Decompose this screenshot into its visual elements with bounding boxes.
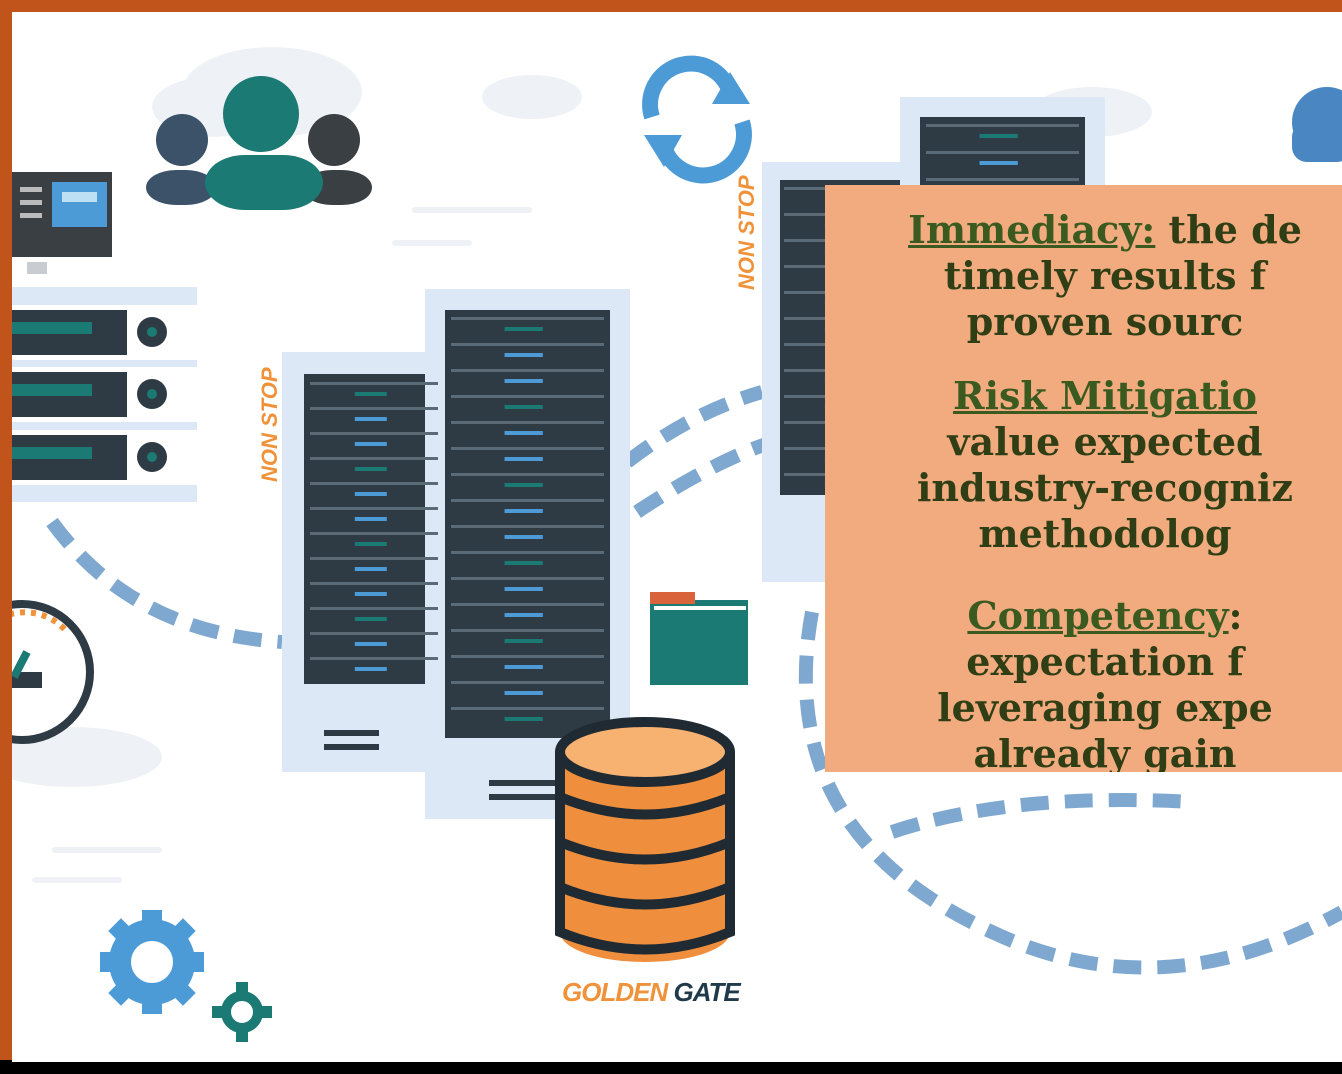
rack-led-bar [504, 639, 543, 643]
rack-slot-line [310, 382, 438, 385]
rack-led-bar [504, 717, 543, 721]
rack-led-bar [504, 613, 543, 617]
competency-heading: Competency [967, 593, 1229, 638]
risk-block: Risk Mitigatio value expected industry-r… [825, 373, 1342, 557]
rack-led-bar [504, 535, 543, 539]
rack-slot-line [451, 629, 604, 632]
immediacy-text-1: the de [1155, 207, 1302, 252]
left-server-unit [12, 287, 197, 502]
risk-line-4: methodolog [978, 511, 1232, 556]
rack-slot-line [926, 178, 1079, 181]
risk-line-3: industry-recogniz [917, 465, 1293, 510]
rack-slot-line [310, 407, 438, 410]
immediacy-line-1: Immediacy: the de [825, 207, 1342, 253]
database-icon [555, 717, 735, 962]
rack-led-bar [354, 617, 387, 621]
rack-led-bar [354, 517, 387, 521]
immediacy-line-2: timely results f [943, 253, 1267, 298]
risk-line-1: Risk Mitigatio [825, 373, 1342, 419]
rack-led-bar [354, 492, 387, 496]
rack-slot-line [310, 557, 438, 560]
rack-led-bar [504, 509, 543, 513]
rack-led-bar [354, 592, 387, 596]
competency-text-1: : [1228, 593, 1243, 638]
dashed-connections [46, 385, 1342, 975]
competency-line-1: Competency: [825, 593, 1342, 639]
nonstop-label-left: NON STOP [257, 367, 282, 482]
rack-slot-line [310, 457, 438, 460]
rack-slot-line [310, 507, 438, 510]
rack-led-bar [504, 665, 543, 669]
rack-slot-line [310, 482, 438, 485]
rack-slot-line [451, 317, 604, 320]
rack-slot-line [451, 369, 604, 372]
rack-slot-line [451, 395, 604, 398]
users-icon [146, 76, 372, 210]
competency-line-2: expectation f [966, 639, 1244, 684]
rack-led-bar [354, 542, 387, 546]
rack-slot-line [310, 582, 438, 585]
rack-led-bar [354, 667, 387, 671]
immediacy-line-3: proven sourc [966, 299, 1244, 344]
sync-icon [642, 55, 752, 184]
cloud-icon [1292, 87, 1342, 162]
golden-word: GOLDEN [562, 977, 668, 1007]
rack-led-bar [354, 642, 387, 646]
risk-heading: Risk Mitigatio [953, 373, 1257, 418]
rack-slot-line [310, 657, 438, 660]
competency-block: Competency: expectation f leveraging exp… [825, 593, 1342, 772]
rack-slot-line [451, 421, 604, 424]
rack-slot-line [451, 525, 604, 528]
golden-gate-label: GOLDEN GATE [562, 977, 741, 1008]
rack-slot-line [926, 151, 1079, 154]
rack-slot-line [451, 499, 604, 502]
immediacy-heading: Immediacy: [908, 207, 1156, 252]
benefits-callout: Immediacy: the de timely results f prove… [825, 185, 1342, 772]
rack-led-bar [504, 327, 543, 331]
rack-led-bar [504, 353, 543, 357]
rack-slot-line [451, 473, 604, 476]
monitor-icon [12, 172, 112, 274]
rack-slot-line [310, 532, 438, 535]
rack-led-bar [354, 392, 387, 396]
rack-led-bar [504, 457, 543, 461]
rack-slot-line [310, 632, 438, 635]
rack-led-bar [504, 405, 543, 409]
rack-slot-line [451, 707, 604, 710]
immediacy-block: Immediacy: the de timely results f prove… [825, 207, 1342, 345]
gear-icon [100, 910, 272, 1042]
rack-slot-line [451, 681, 604, 684]
rack-led-bar [504, 587, 543, 591]
folder-icon [650, 592, 748, 685]
rack-led-bar [354, 442, 387, 446]
rack-slot-line [926, 124, 1079, 127]
nonstop-label-right: NON STOP [734, 175, 759, 290]
rack-led-bar [504, 379, 543, 383]
risk-line-2: value expected [947, 419, 1263, 464]
competency-line-4: already gain [973, 731, 1237, 772]
rack-led-bar [504, 561, 543, 565]
rack-led-bar [354, 417, 387, 421]
rack-led-bar [504, 483, 543, 487]
background-lines [32, 207, 532, 883]
rack-led-bar [979, 161, 1018, 165]
rack-slot-line [451, 577, 604, 580]
gate-word: GATE [673, 977, 740, 1007]
rack-slot-line [310, 607, 438, 610]
rack-led-bar [354, 467, 387, 471]
rack-led-bar [504, 691, 543, 695]
rack-slot-line [451, 447, 604, 450]
rack-slot-line [451, 343, 604, 346]
rack-slot-line [451, 551, 604, 554]
gauge-icon [12, 600, 94, 744]
rack-led-bar [354, 567, 387, 571]
rack-led-bar [979, 134, 1018, 138]
competency-line-3: leveraging expe [937, 685, 1273, 730]
rack-led-bar [504, 431, 543, 435]
rack-slot-line [451, 603, 604, 606]
rack-slot-line [451, 655, 604, 658]
rack-slot-line [310, 432, 438, 435]
